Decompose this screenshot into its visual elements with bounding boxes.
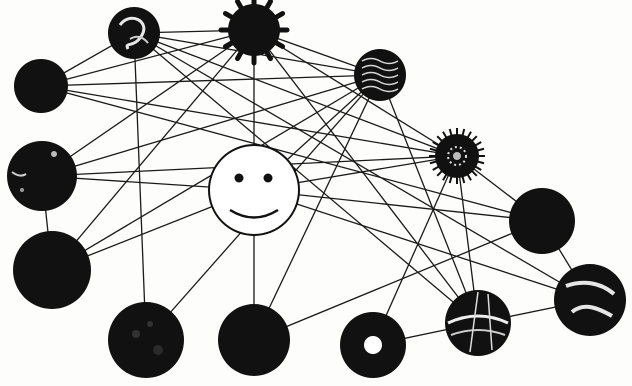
textured-ball-node — [354, 49, 406, 101]
edge-layer — [41, 30, 590, 345]
black-ball-node-left-top — [14, 59, 68, 113]
edge-n1-n6 — [134, 33, 457, 156]
edge-n3-n12 — [380, 75, 478, 323]
edge-n2-n6 — [254, 30, 457, 156]
fuzzy-dotted-ball-node — [429, 128, 485, 184]
spiky-ball-node — [221, 0, 287, 63]
ring-ball-node — [340, 312, 406, 378]
node-layer — [7, 0, 626, 378]
swirl-ball-node — [108, 7, 160, 59]
swirl-ball-node-right — [554, 264, 626, 336]
dark-ball-node-bottom-left — [108, 302, 184, 378]
edge-n3-n5 — [42, 75, 380, 176]
black-ball-node-right — [509, 188, 575, 254]
black-ball-node-bottom — [218, 304, 290, 376]
mottled-ball-node-left — [7, 141, 77, 211]
edge-n1-n9 — [134, 33, 146, 340]
patterned-ball-node — [445, 290, 511, 356]
edge-n3-n4 — [41, 75, 380, 86]
smiley-face-node — [209, 145, 299, 235]
black-ball-node-left-bottom — [13, 231, 91, 309]
edge-n2-n8 — [52, 30, 254, 270]
